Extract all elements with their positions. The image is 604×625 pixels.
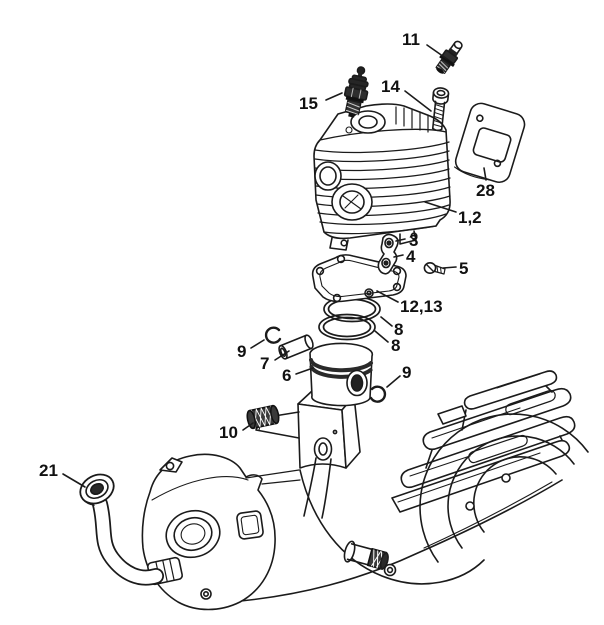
crankcase-assembly [141,370,589,611]
callout-21: 21 [39,461,58,480]
elbow-hose [79,473,183,586]
cylinder-screw [431,87,450,132]
callout-11: 11 [402,30,420,49]
callout-4: 4 [406,247,416,266]
cylinder [313,103,451,251]
callout-10: 10 [219,423,238,442]
callout-15: 15 [299,94,318,113]
callout-1-2: 1,2 [458,208,482,227]
callout-8a: 8 [394,320,404,339]
screw [423,261,446,275]
callout-28: 28 [476,181,495,200]
exhaust-gasket-plate [453,102,526,184]
pawl [377,233,399,275]
callout-7: 7 [260,354,270,373]
callout-14: 14 [381,77,400,96]
callout-9-left: 9 [237,342,247,361]
callout-3: 3 [409,231,419,250]
callout-5: 5 [459,259,469,278]
callout-6: 6 [282,366,292,385]
callout-8b: 8 [391,336,401,355]
callout-12-13: 12,13 [400,297,443,316]
piston-rings [318,295,381,341]
leader-lines [62,44,487,488]
decompression-valve [435,40,463,74]
callout-9-right: 9 [402,363,412,382]
needle-bearing [246,404,280,430]
piston-group [264,326,387,407]
spark-plug [343,66,369,118]
